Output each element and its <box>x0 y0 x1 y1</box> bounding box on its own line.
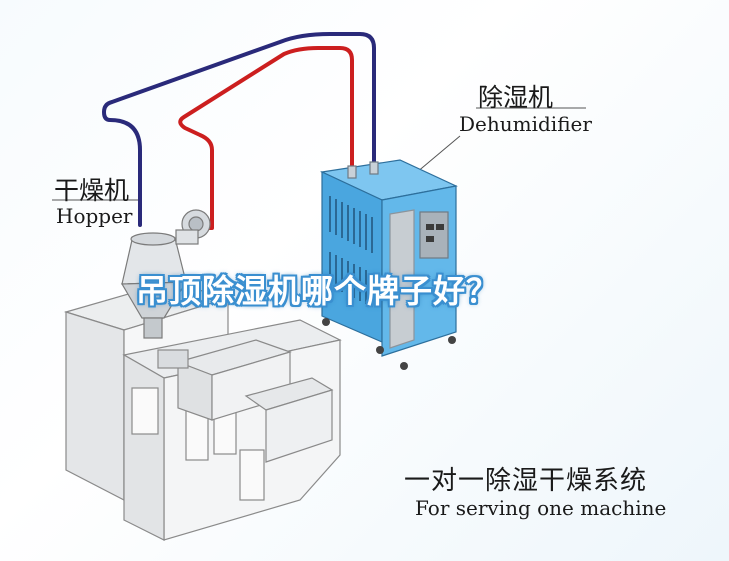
system-caption-cn: 一对一除湿干燥系统 <box>404 466 648 496</box>
article-headline: 吊顶除湿机哪个牌子好？ <box>136 272 500 310</box>
supply-pipe <box>178 46 354 230</box>
dehumidifier-label-cn: 除湿机 <box>478 83 554 112</box>
hopper-label-cn: 干燥机 <box>54 176 130 205</box>
system-caption-en: For serving one machine <box>415 496 667 520</box>
dehumidifier-icon <box>319 159 458 370</box>
hopper-label-en: Hopper <box>56 204 133 228</box>
return-pipe <box>102 32 376 227</box>
hopper-icon <box>120 209 211 339</box>
dehumidifier-label-en: Dehumidifier <box>459 112 592 136</box>
molding-machine-icon <box>63 281 342 541</box>
